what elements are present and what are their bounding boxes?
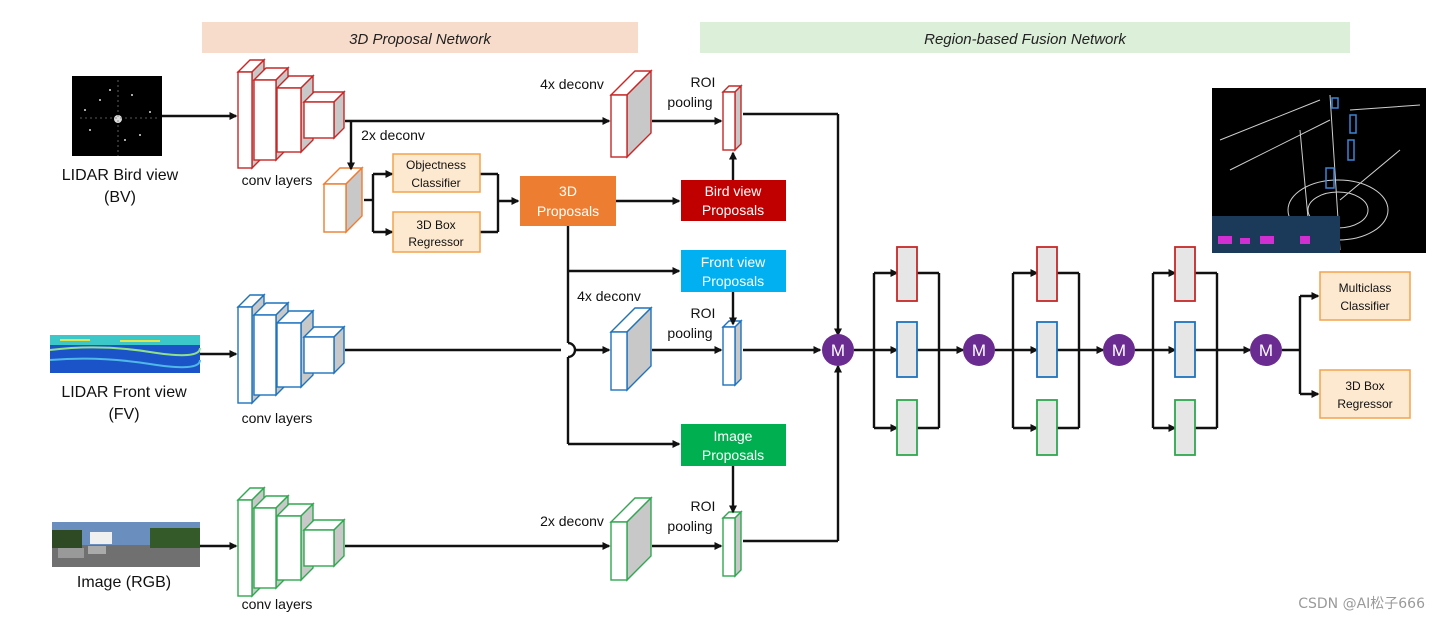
roi-label-fv-line2: pooling xyxy=(667,325,712,341)
roi-label-bv-line1: ROI xyxy=(691,74,716,90)
fusion-network-title: Region-based Fusion Network xyxy=(924,31,1127,48)
svg-text:Classifier: Classifier xyxy=(411,176,460,190)
rgb-image-label: Image (RGB) xyxy=(77,574,171,591)
roi-block-bv xyxy=(721,84,743,152)
conv-layers-bird-view xyxy=(236,58,346,170)
svg-text:M: M xyxy=(1259,341,1273,360)
roi-block-fv xyxy=(721,319,743,387)
merge-node-2: M xyxy=(963,334,995,366)
detection-result-image xyxy=(1212,88,1426,253)
front-view-label-line2: (FV) xyxy=(108,406,139,423)
merge-node-4: M xyxy=(1250,334,1282,366)
svg-text:3D Box: 3D Box xyxy=(1345,379,1384,393)
lidar-bird-view-image xyxy=(72,76,162,156)
output-3d-box-regressor-box: 3D Box Regressor xyxy=(1319,369,1411,419)
svg-text:Regressor: Regressor xyxy=(1337,397,1392,411)
svg-text:M: M xyxy=(1112,341,1126,360)
image-proposals-box: Image Proposals xyxy=(681,424,786,466)
proposal-network-title: 3D Proposal Network xyxy=(349,31,492,48)
svg-text:3D Box: 3D Box xyxy=(416,218,455,232)
svg-text:Classifier: Classifier xyxy=(1340,299,1389,313)
fusion-block-s3-r2 xyxy=(1174,321,1196,378)
fusion-block-s2-r2 xyxy=(1036,321,1058,378)
fusion-block-s1-r3 xyxy=(896,399,918,456)
roi-block-rgb xyxy=(721,510,743,578)
objectness-classifier-box: Objectness Classifier xyxy=(392,153,481,193)
roi-label-rgb-line2: pooling xyxy=(667,518,712,534)
svg-text:Proposals: Proposals xyxy=(702,447,764,463)
conv-layer-4 xyxy=(302,325,346,375)
roi-label-fv-line1: ROI xyxy=(691,305,716,321)
svg-text:Bird view: Bird view xyxy=(705,183,763,199)
roi-label-rgb-line1: ROI xyxy=(691,498,716,514)
svg-text:Proposals: Proposals xyxy=(702,273,764,289)
svg-text:Image: Image xyxy=(714,428,753,444)
fusion-network-header xyxy=(700,22,1350,53)
conv-layers-image xyxy=(236,486,346,598)
connection-lines xyxy=(162,112,842,550)
multiclass-classifier-box: Multiclass Classifier xyxy=(1319,271,1411,321)
fusion-block-s1-r2 xyxy=(896,321,918,378)
watermark: CSDN @AI松子666 xyxy=(1298,596,1425,612)
conv-layers-front-view xyxy=(236,293,346,405)
fusion-block-s3-r1 xyxy=(1174,246,1196,302)
fusion-block-s2-r3 xyxy=(1036,399,1058,456)
merge-node-3: M xyxy=(1103,334,1135,366)
svg-text:M: M xyxy=(972,341,986,360)
fusion-block-s3-r3 xyxy=(1174,399,1196,456)
front-view-label-line1: LIDAR Front view xyxy=(61,384,187,401)
fusion-block-s2-r1 xyxy=(1036,246,1058,302)
merge-node-1: M xyxy=(822,334,854,366)
deconv-block-rgb xyxy=(609,496,653,582)
deconv-2x-label-bv: 2x deconv xyxy=(361,127,425,143)
conv-layer-4 xyxy=(302,518,346,568)
deconv-4x-label-fv: 4x deconv xyxy=(577,288,641,304)
3d-proposals-box: 3D Proposals xyxy=(520,176,616,226)
lidar-front-view-image xyxy=(49,335,201,373)
roi-label-bv-line2: pooling xyxy=(667,94,712,110)
svg-text:Multiclass: Multiclass xyxy=(1339,281,1392,295)
conv-layers-label-bv: conv layers xyxy=(242,172,313,188)
bird-view-proposals-box: Bird view Proposals xyxy=(681,180,786,221)
3d-box-regressor-box: 3D Box Regressor xyxy=(392,211,481,253)
svg-text:Proposals: Proposals xyxy=(702,202,764,218)
bird-view-label-line1: LIDAR Bird view xyxy=(62,167,179,184)
deconv-4x-label-bv: 4x deconv xyxy=(540,76,604,92)
conv-layer-4 xyxy=(302,90,346,140)
front-view-proposals-box: Front view Proposals xyxy=(681,250,786,292)
bird-view-label-line2: (BV) xyxy=(104,189,136,206)
svg-text:Front view: Front view xyxy=(701,254,766,270)
svg-text:Proposals: Proposals xyxy=(537,203,599,219)
svg-text:M: M xyxy=(831,341,845,360)
fusion-connection-lines xyxy=(854,269,1320,432)
deconv-block-fv xyxy=(609,306,653,392)
deconv-and-roi-blocks xyxy=(322,69,743,582)
rgb-image xyxy=(52,522,200,567)
svg-text:Regressor: Regressor xyxy=(408,235,463,249)
svg-text:3D: 3D xyxy=(559,183,577,199)
fusion-block-s1-r1 xyxy=(896,246,918,302)
deconv-2x-label-rgb: 2x deconv xyxy=(540,513,604,529)
proposal-network-header xyxy=(202,22,638,53)
conv-layers-label-rgb: conv layers xyxy=(242,596,313,612)
deconv-block-bv xyxy=(609,69,653,159)
deconv-2x-block-bv xyxy=(322,166,364,234)
svg-text:Objectness: Objectness xyxy=(406,158,466,172)
conv-layers-label-fv: conv layers xyxy=(242,410,313,426)
